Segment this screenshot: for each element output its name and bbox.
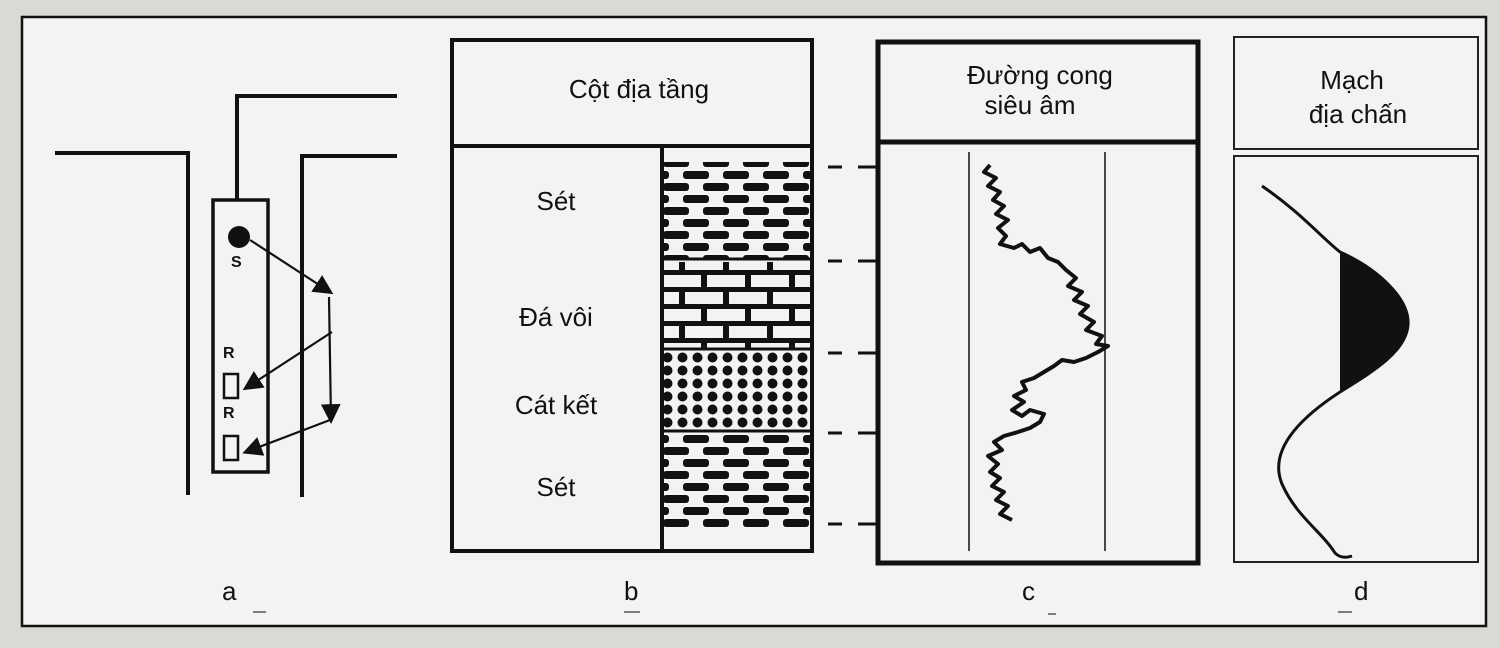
lithology-clay-bottom: [664, 434, 810, 530]
receiver-2-icon: [222, 434, 240, 462]
panel-c-caption: c: [1022, 576, 1035, 606]
panel-d-seismic-trace: [1233, 36, 1479, 563]
sonic-curve: [982, 163, 1110, 522]
seismic-header-line1: Mạch: [1320, 65, 1384, 95]
panel-a-caption: a: [222, 576, 237, 606]
sonic-header-line1: Đường cong: [967, 60, 1113, 90]
wave-ray-paths: [242, 239, 341, 456]
depth-ticks: [828, 165, 876, 526]
lithology-limestone: [664, 262, 810, 348]
layer-label-2: Đá vôi: [519, 302, 593, 332]
panel-b-caption: b: [624, 576, 638, 606]
receiver-label-1: R: [223, 345, 235, 362]
lithology-sandstone: [664, 352, 810, 428]
seismic-peak-fill: [1340, 252, 1409, 392]
panel-d-caption: d: [1354, 576, 1368, 606]
layer-label-1: Sét: [536, 186, 576, 216]
seismic-header-box: [1233, 36, 1479, 150]
receiver-label-2: R: [223, 405, 235, 422]
source-transducer-icon: [228, 226, 250, 248]
seismic-header-line2: địa chấn: [1309, 99, 1407, 129]
panel-b-column: [450, 38, 814, 553]
column-header-box: [450, 38, 814, 148]
source-label: S: [231, 254, 242, 271]
sonde-tool: [211, 198, 270, 474]
panel-c-sonic-log: [875, 39, 1201, 566]
sonic-body-box: [875, 139, 1201, 566]
sonic-header-box: [875, 39, 1201, 145]
panel-a-borehole: [55, 94, 397, 497]
layer-label-3: Cát kết: [515, 390, 598, 420]
sonic-header-line2: siêu âm: [984, 90, 1075, 120]
layer-label-4: Sét: [536, 472, 576, 502]
borehole-left-wall: [55, 151, 190, 495]
borehole-right-wall: [300, 154, 397, 497]
seismic-wavelet: [1261, 184, 1410, 559]
column-header-title: Cột địa tầng: [569, 74, 709, 104]
cable: [235, 94, 397, 200]
lithology-clay-top: [664, 162, 810, 258]
receiver-1-icon: [222, 372, 240, 400]
